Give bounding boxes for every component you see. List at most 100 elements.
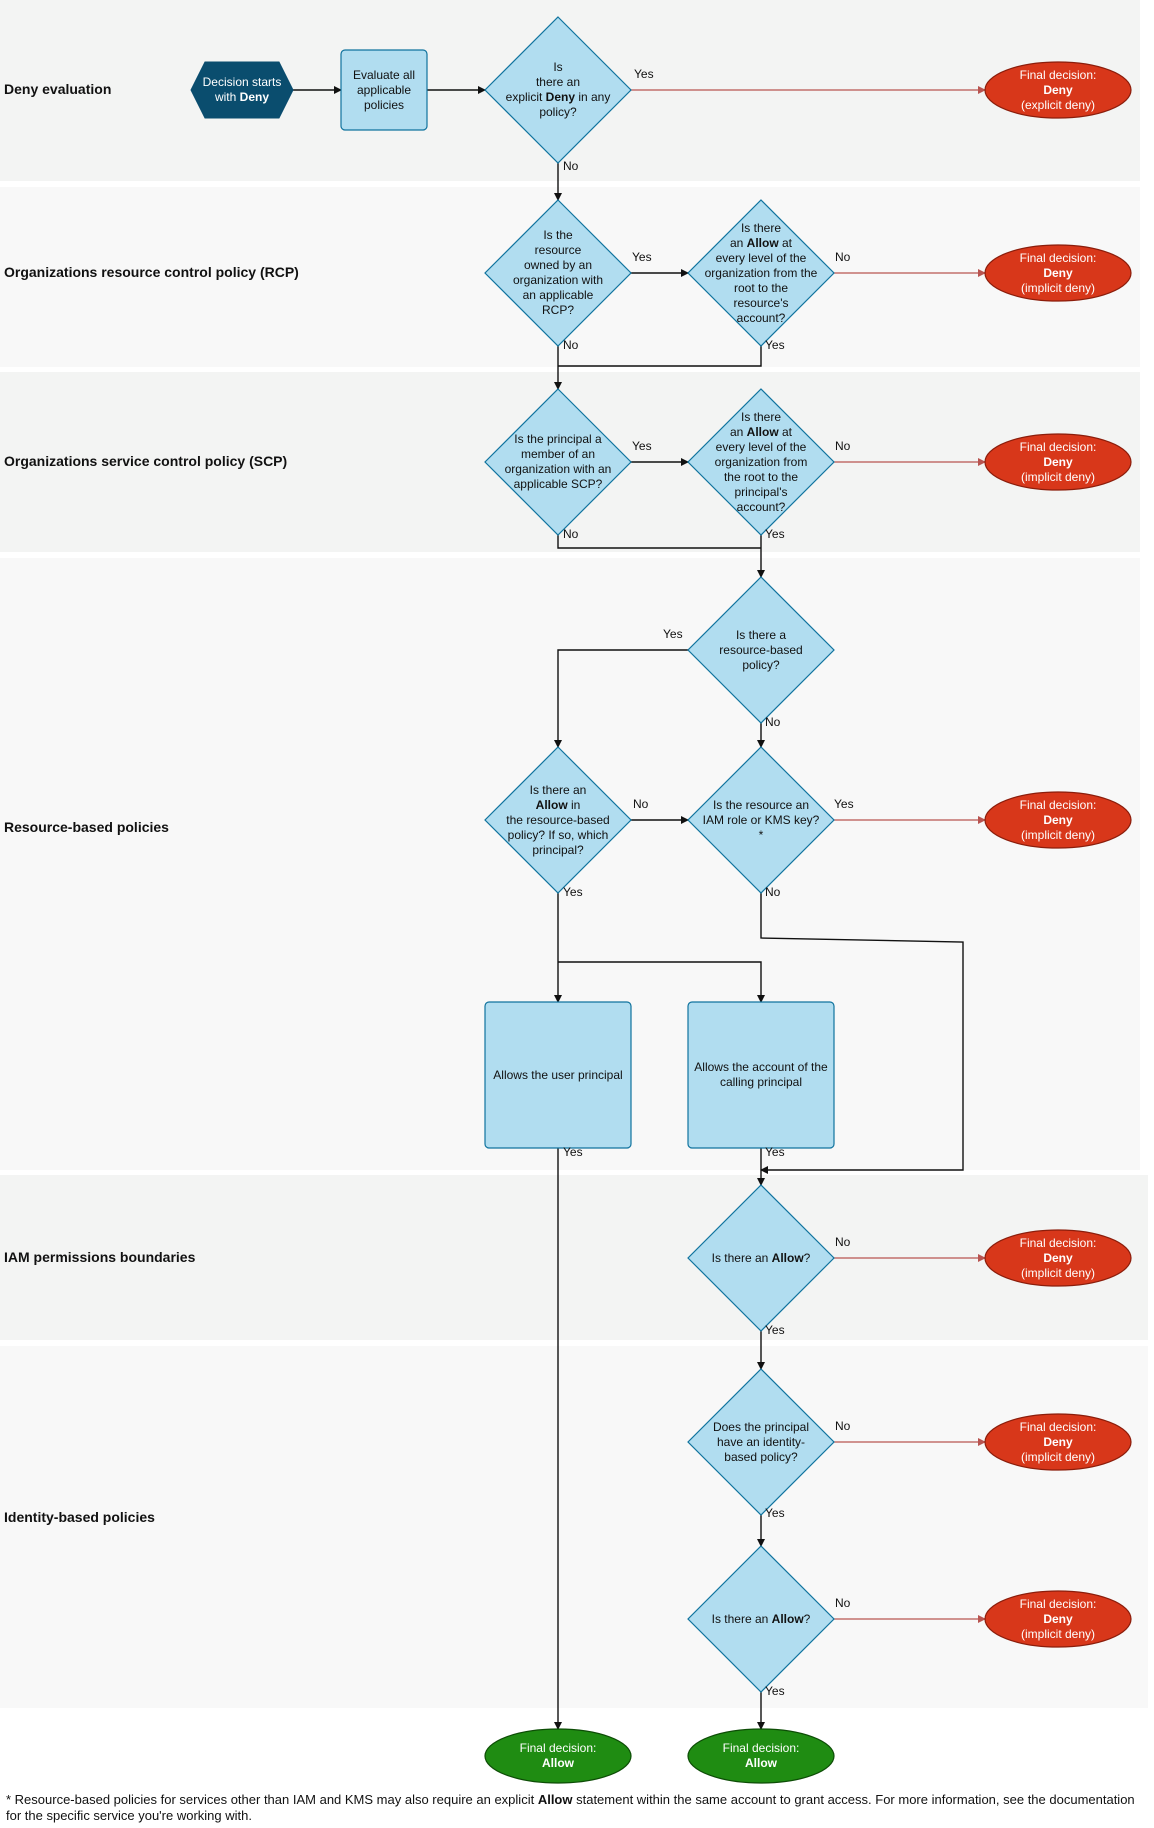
node-q_rcp1-line-0: Is the	[543, 228, 573, 242]
node-q_scp2-line-2: every level of the	[715, 439, 807, 454]
node-q_pb: Is there an Allow?	[702, 1208, 820, 1308]
node-deny_rbp: Final decision:Deny(implicit deny)	[988, 795, 1128, 845]
node-shape-q_rcp2	[687, 199, 835, 347]
node-q_pb-line-0: Is there an Allow?	[711, 1250, 811, 1265]
node-allow_final_2: Final decision:Allow	[691, 1734, 831, 1778]
lane-label-scp: Organizations service control policy (SC…	[4, 453, 288, 469]
node-deny_rcp-line-1: Deny	[1043, 265, 1073, 280]
node-deny_ibp2-line-1: Deny	[1043, 1611, 1073, 1626]
edge-label-e26: No	[835, 1596, 851, 1610]
node-eval-line-2: policies	[363, 97, 404, 112]
edge-q_rbp_allow-to-allow_account	[558, 961, 765, 1003]
edge-label-e17: Yes	[563, 885, 583, 899]
node-deny_ibp2-line-0: Final decision:	[1019, 1596, 1097, 1611]
node-shape-eval	[340, 49, 428, 131]
node-shape-q_rcp1	[484, 199, 632, 347]
node-q_rcp2-line-0: Is there	[740, 220, 781, 235]
node-shape-deny_explicit	[984, 61, 1132, 119]
node-deny_scp-line-2: (implicit deny)	[1020, 469, 1095, 484]
node-eval-line-1: applicable	[356, 82, 412, 97]
node-shape-q_pb	[687, 1184, 835, 1332]
node-allow_user-line-0: Allows the user principal	[493, 1067, 623, 1082]
node-deny_rcp-line-2: (implicit deny)	[1020, 280, 1095, 295]
node-q_deny-line-0: Is	[553, 60, 563, 74]
edge-label-e6: No	[835, 250, 851, 264]
node-shape-deny_ibp2	[984, 1590, 1132, 1648]
node-shape-q_ibp	[687, 1368, 835, 1516]
node-deny_rcp-line-0: Final decision:	[1019, 250, 1097, 265]
node-shape-q_rbp	[687, 576, 835, 724]
edge-label-e23: Yes	[765, 1323, 785, 1337]
node-q_deny-line-1: there an	[535, 75, 581, 89]
node-q_ibp-line-1: have an identity-	[716, 1434, 806, 1449]
edge-label-e13: Yes	[663, 627, 683, 641]
edge-label-e16: Yes	[834, 797, 854, 811]
edge-q_iam_kms-to-q_pb	[760, 893, 964, 1174]
node-start-line-1: with Deny	[214, 90, 269, 104]
lane-label-deny: Deny evaluation	[4, 81, 112, 97]
node-q_iam_kms-line-0: Is the resource an	[712, 797, 810, 812]
node-deny_scp-line-1: Deny	[1043, 454, 1073, 469]
node-q_rbp-line-1: resource-based	[719, 642, 803, 657]
node-deny_ibp2: Final decision:Deny(implicit deny)	[988, 1594, 1128, 1644]
node-q_scp2-line-3: organization from	[714, 454, 808, 469]
node-shape-allow_account	[687, 1001, 835, 1149]
node-q_rcp2-line-3: organization from the	[704, 265, 818, 280]
node-q_rcp1-line-5: RCP?	[541, 303, 574, 317]
node-q_rbp_allow-line-4: principal?	[532, 842, 584, 857]
edge-label-e7: No	[563, 338, 579, 352]
edge-label-e27: Yes	[765, 1684, 785, 1698]
node-q_rbp_allow-line-0: Is there an	[529, 782, 587, 797]
node-shape-q_rbp_allow	[484, 746, 632, 894]
node-deny_ibp: Final decision:Deny(implicit deny)	[988, 1417, 1128, 1467]
lane-label-rbp: Resource-based policies	[4, 819, 169, 835]
edge-label-e10: No	[835, 439, 851, 453]
edge-label-e12: Yes	[765, 527, 785, 541]
node-shape-start	[190, 61, 294, 119]
node-q_rbp_allow-line-2: the resource-based	[506, 812, 610, 827]
footnote-text: * Resource-based policies for services o…	[6, 1792, 538, 1807]
node-q_scp1-line-2: organization with an	[504, 462, 612, 476]
edge-label-e15: No	[633, 797, 649, 811]
node-allow_account-line-0: Allows the account of the	[694, 1060, 828, 1074]
node-deny_rbp-line-2: (implicit deny)	[1020, 827, 1095, 842]
edge-label-e21: Yes	[563, 1145, 583, 1159]
node-deny_pb-line-1: Deny	[1043, 1250, 1073, 1265]
node-deny_explicit: Final decision:Deny(explicit deny)	[988, 65, 1128, 115]
node-allow_final_1-line-1: Allow	[542, 1756, 574, 1770]
node-shape-allow_final_2	[687, 1728, 835, 1784]
node-deny_ibp2-line-2: (implicit deny)	[1020, 1626, 1095, 1641]
node-deny_scp-line-0: Final decision:	[1019, 439, 1097, 454]
node-deny_rbp-line-0: Final decision:	[1019, 797, 1097, 812]
node-q_rcp2-line-1: an Allow at	[729, 235, 792, 250]
edge-label-e25: Yes	[765, 1506, 785, 1520]
node-q_ibp_allow: Is there an Allow?	[702, 1569, 820, 1669]
lane-label-pb: IAM permissions boundaries	[4, 1249, 196, 1265]
node-shape-deny_rcp	[984, 244, 1132, 302]
node-allow_final_2-line-0: Final decision:	[722, 1741, 800, 1755]
node-q_rbp_allow-line-3: policy? If so, which	[507, 827, 609, 842]
node-shape-deny_scp	[984, 433, 1132, 491]
edge-label-e24: No	[835, 1419, 851, 1433]
edge-label-e8: Yes	[765, 338, 785, 352]
node-shape-deny_ibp	[984, 1413, 1132, 1471]
edge-label-e22: No	[835, 1235, 851, 1249]
node-q_rcp2-line-5: resource's	[733, 295, 789, 310]
edge-label-e9: Yes	[632, 439, 652, 453]
node-q_rcp1-line-1: resource	[534, 243, 582, 257]
node-deny_ibp-line-0: Final decision:	[1019, 1419, 1097, 1434]
node-allow_final_2-line-1: Allow	[745, 1756, 777, 1770]
node-q_scp1-line-1: member of an	[520, 447, 596, 461]
node-deny_ibp-line-2: (implicit deny)	[1020, 1449, 1095, 1464]
node-q_iam_kms-line-1: IAM role or KMS key?*	[702, 812, 820, 842]
footnote: * Resource-based policies for services o…	[6, 1792, 1146, 1825]
node-shape-q_scp1	[484, 388, 632, 536]
